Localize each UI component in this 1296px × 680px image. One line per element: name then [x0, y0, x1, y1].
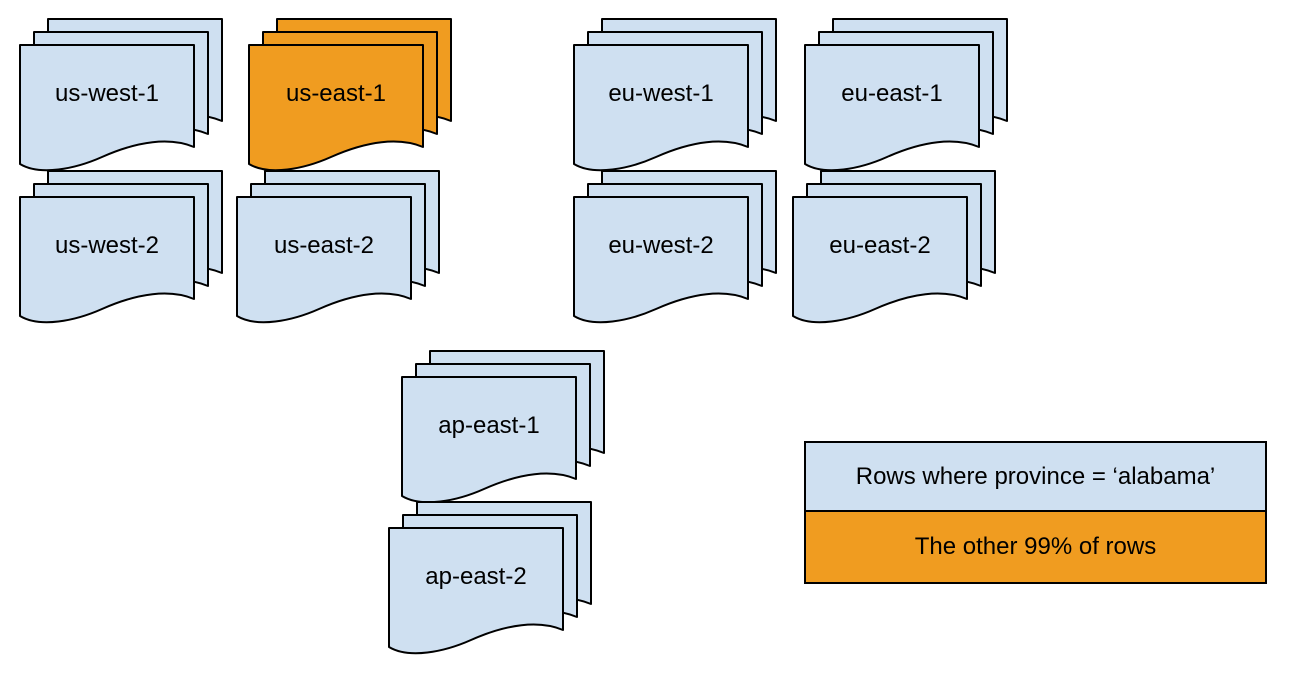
region-label: ap-east-1: [438, 412, 540, 439]
region-stack-ap-east-1: ap-east-1: [401, 349, 606, 511]
region-label: eu-west-1: [608, 80, 714, 107]
document-stack-icon: [248, 18, 452, 172]
document-stack-icon: [573, 18, 777, 172]
region-stack-us-east-2: us-east-2: [236, 169, 441, 331]
region-label: us-west-1: [54, 80, 160, 107]
document-sheet-front: [19, 44, 195, 172]
document-stack-icon: [573, 170, 777, 324]
legend-item-label: Rows where province = ‘alabama’: [855, 462, 1216, 490]
region-stack-eu-east-1: eu-east-1: [804, 17, 1009, 179]
region-label: eu-west-2: [608, 232, 714, 259]
document-stack-icon: [792, 170, 996, 324]
region-label: eu-east-1: [841, 80, 943, 107]
legend-item-label: The other 99% of rows: [914, 533, 1157, 560]
document-sheet-front: [792, 196, 968, 324]
region-label: eu-east-2: [829, 232, 931, 259]
region-stack-us-east-1: us-east-1: [248, 17, 453, 179]
document-sheet-front: [236, 196, 412, 324]
region-stack-eu-east-2: eu-east-2: [792, 169, 997, 331]
region-stack-us-west-1: us-west-1: [19, 17, 224, 179]
legend-item-other-rows: The other 99% of rows: [806, 510, 1265, 582]
region-label: us-east-1: [285, 80, 387, 107]
document-sheet-front: [248, 44, 424, 172]
document-stack-icon: [236, 170, 440, 324]
region-stack-ap-east-2: ap-east-2: [388, 500, 593, 662]
document-sheet-front: [388, 527, 564, 655]
region-stack-us-west-2: us-west-2: [19, 169, 224, 331]
document-stack-icon: [804, 18, 1008, 172]
document-sheet-front: [573, 44, 749, 172]
legend-item-alabama-rows: Rows where province = ‘alabama’: [806, 443, 1265, 510]
document-sheet-front: [804, 44, 980, 172]
document-stack-icon: [401, 350, 605, 504]
document-stack-icon: [19, 18, 223, 172]
document-stack-icon: [388, 501, 592, 655]
document-stack-icon: [19, 170, 223, 324]
region-label: us-east-2: [273, 232, 375, 259]
document-sheet-front: [19, 196, 195, 324]
region-label: ap-east-2: [425, 563, 527, 590]
legend: Rows where province = ‘alabama’ The othe…: [804, 441, 1267, 584]
region-label: us-west-2: [54, 232, 160, 259]
document-sheet-front: [573, 196, 749, 324]
region-stack-eu-west-1: eu-west-1: [573, 17, 778, 179]
region-stack-eu-west-2: eu-west-2: [573, 169, 778, 331]
